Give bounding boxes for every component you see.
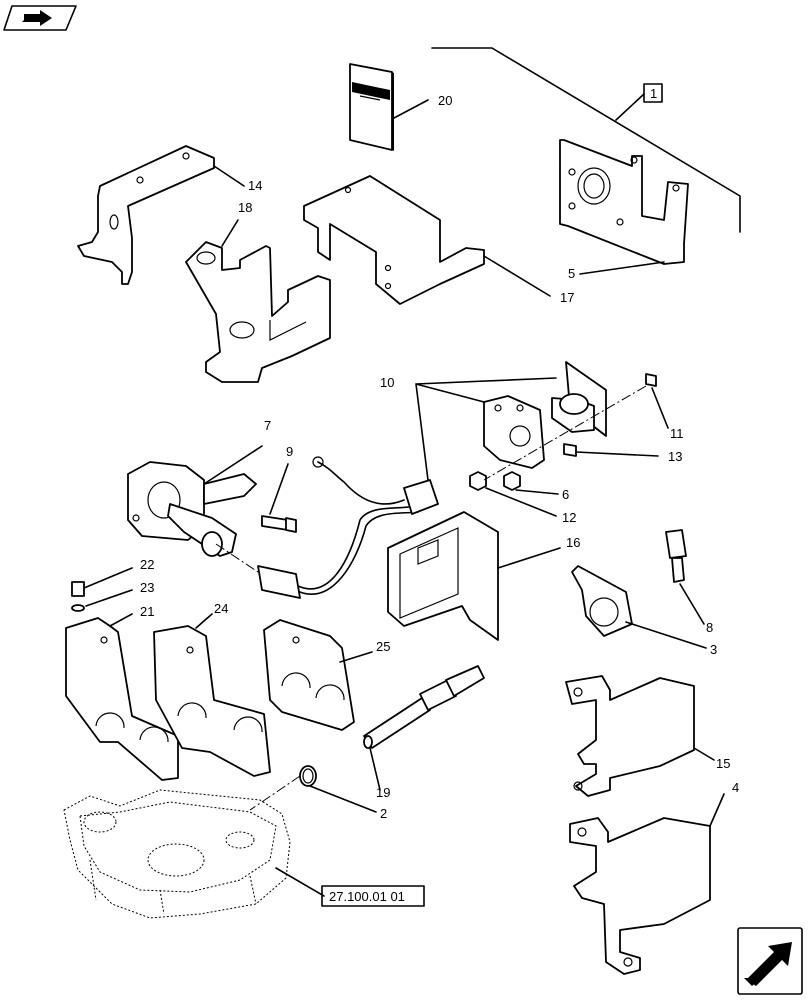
part-21-plate (65, 613, 179, 781)
book-arrow-icon[interactable] (3, 5, 77, 31)
reference-box[interactable] (321, 885, 425, 907)
cable-harness (215, 456, 439, 599)
leader-line-top (431, 47, 741, 233)
callout-8: 8 (706, 620, 713, 635)
callout-17: 17 (560, 290, 574, 305)
callout-12: 12 (562, 510, 576, 525)
callout-11: 11 (670, 426, 684, 441)
part-8-bolt (665, 529, 705, 625)
callout-18: 18 (238, 200, 252, 215)
callout-3: 3 (710, 642, 717, 657)
callout-19: 19 (376, 785, 390, 800)
callout-leader-1 (615, 93, 645, 121)
part-24-plate (153, 613, 271, 777)
part-16-bracket (387, 511, 561, 641)
part-5-plate (559, 139, 689, 275)
part-20-decal (349, 63, 429, 151)
part-14-bracket (77, 145, 245, 285)
callout-box-1 (643, 83, 663, 103)
callout-22: 22 (140, 557, 154, 572)
callout-23: 23 (140, 580, 154, 595)
part-22-23-screw (71, 567, 133, 612)
callout-2: 2 (380, 806, 387, 821)
part-10-socket (415, 361, 607, 481)
callout-6: 6 (562, 487, 569, 502)
callout-4: 4 (732, 780, 739, 795)
callout-20: 20 (438, 93, 452, 108)
callout-15: 15 (716, 756, 730, 771)
part-19-sensor (363, 665, 485, 791)
callout-21: 21 (140, 604, 154, 619)
part-2-oring (249, 765, 377, 813)
part-25-plate (263, 619, 373, 731)
callout-14: 14 (248, 178, 262, 193)
callout-16: 16 (566, 535, 580, 550)
part-4-bracket (569, 793, 725, 975)
reference-label[interactable]: 27.100.01 01 (329, 889, 405, 904)
part-17-bracket (303, 175, 551, 305)
part-3-clamp (571, 565, 707, 649)
callout-25: 25 (376, 639, 390, 654)
callout-24: 24 (214, 601, 228, 616)
callout-7: 7 (264, 418, 271, 433)
part-18-bracket (185, 219, 331, 383)
callout-1: 1 (650, 86, 657, 101)
callout-10: 10 (380, 375, 394, 390)
part-15-bracket (565, 675, 715, 797)
callout-13: 13 (668, 449, 682, 464)
callout-9: 9 (286, 444, 293, 459)
next-page-arrow-icon[interactable] (737, 927, 803, 995)
transmission-housing (63, 789, 325, 919)
callout-5: 5 (568, 266, 575, 281)
part-9-bolt (261, 463, 297, 533)
part-7-socket (127, 445, 263, 557)
hardware-screws (469, 373, 669, 517)
